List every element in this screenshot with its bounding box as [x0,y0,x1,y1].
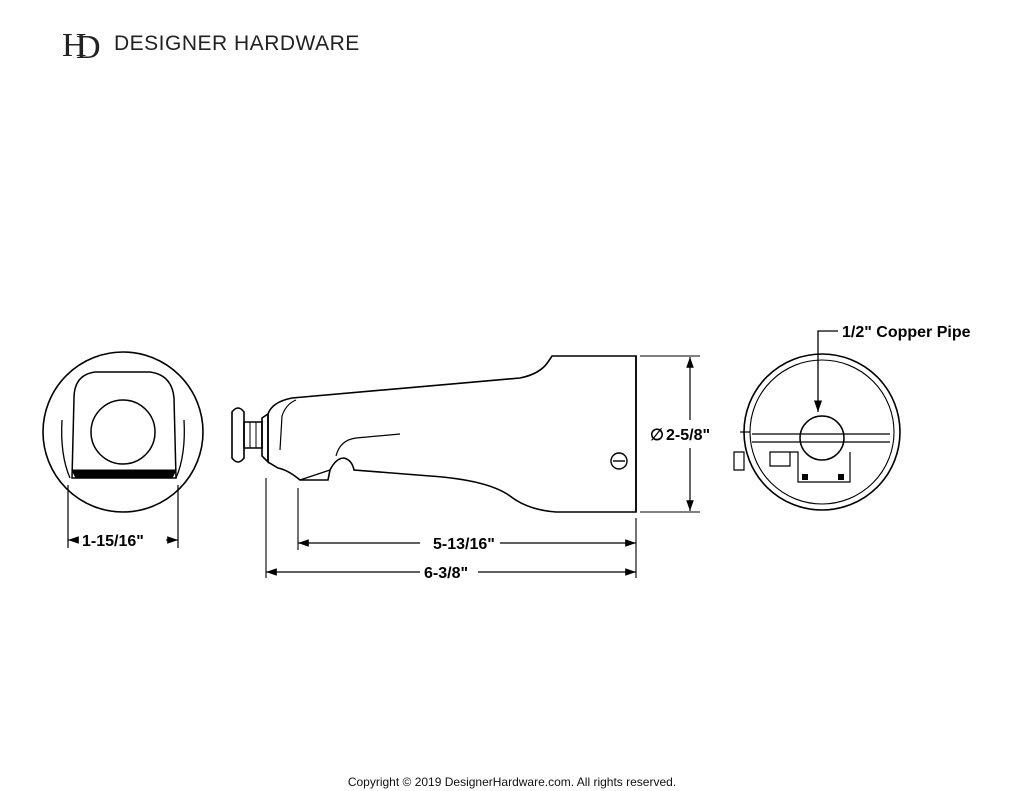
copyright-footer: Copyright © 2019 DesignerHardware.com. A… [348,775,676,789]
front-width-label: 1-15/16" [82,533,144,550]
brand-logo: H D [62,27,101,66]
front-width-dimension [67,485,179,548]
front-view [42,351,204,513]
side-extension-lines [265,355,700,578]
logo-h: H [62,27,87,64]
logo-d: D [76,29,101,66]
overall-length-label: 6-3/8" [424,565,468,582]
diameter-label: 2-5/8" [666,427,710,444]
back-view [733,353,901,511]
spout-length-label: 5-13/16" [433,536,495,553]
pipe-leader [813,330,838,412]
diameter-symbol: ∅ [650,427,664,444]
pipe-annotation: 1/2" Copper Pipe [842,324,971,341]
brand-name: DESIGNER HARDWARE [114,32,360,55]
side-view [231,355,637,513]
